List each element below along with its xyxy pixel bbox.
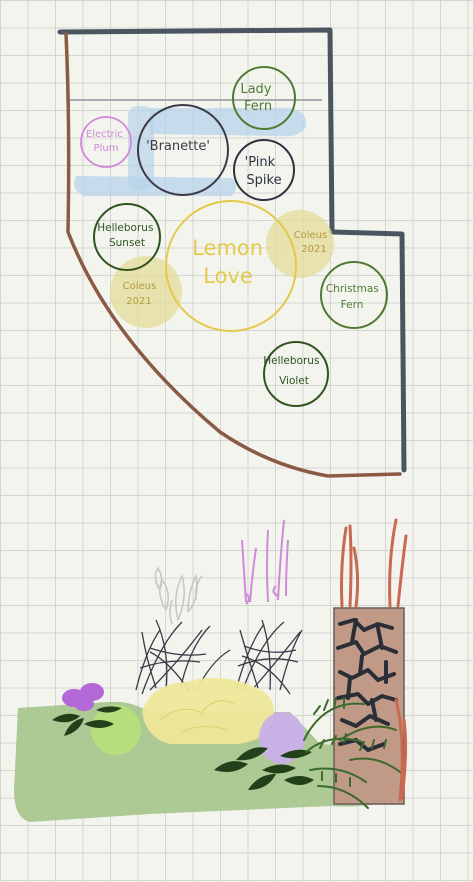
helleborus-violet-label: Helleborus Violet <box>263 355 323 387</box>
path-edge <box>64 32 402 478</box>
electric-plum-flowers <box>62 683 104 711</box>
lemon-love-foliage-lines <box>159 700 235 733</box>
pink-spike-circle <box>233 139 295 201</box>
blue-wash-left <box>128 106 154 190</box>
pillar-reeds <box>340 518 408 802</box>
plan-view: Lady Fern 'Branette' Electric Plum 'Pink… <box>57 27 407 478</box>
coleus-lime-shrub <box>91 705 141 755</box>
branette-label: 'Branette' <box>146 139 210 154</box>
helleborus-sunset-label: Helleborus Sunset <box>97 222 157 249</box>
christmas-fern-label: Christmas Fern <box>326 283 382 311</box>
coleus-left-wash <box>110 256 182 328</box>
coleus-left-label: Coleus 2021 <box>123 281 160 307</box>
christmas-fern-sketch <box>303 697 401 809</box>
pink-spike-stems <box>241 519 289 605</box>
lemon-love-mound <box>142 677 275 744</box>
helleborus-leaves-left <box>52 706 122 736</box>
pink-spike-label: 'Pink Spike <box>245 155 282 188</box>
helleborus-violet-circle <box>263 341 329 407</box>
dark-grass-clumps <box>135 619 303 695</box>
stone-pattern <box>336 618 398 752</box>
lemon-love-label: Lemon Love <box>192 236 270 288</box>
helleborus-leaves-center <box>214 747 314 790</box>
electric-plum-label: Electric Plum <box>86 129 126 154</box>
christmas-fern-circle <box>320 261 388 329</box>
lemon-love-circle <box>165 200 297 332</box>
wall-outline <box>57 27 407 473</box>
branette-circle <box>137 104 229 196</box>
helleborus-sunset-circle <box>93 203 161 271</box>
ornamental-grass-grey <box>154 566 203 625</box>
electric-plum-circle <box>80 116 132 168</box>
coleus-right-label: Coleus 2021 <box>294 230 331 255</box>
elevation-view <box>14 518 408 822</box>
lady-fern-label: Lady Fern <box>240 82 275 114</box>
lady-fern-circle <box>232 66 296 130</box>
